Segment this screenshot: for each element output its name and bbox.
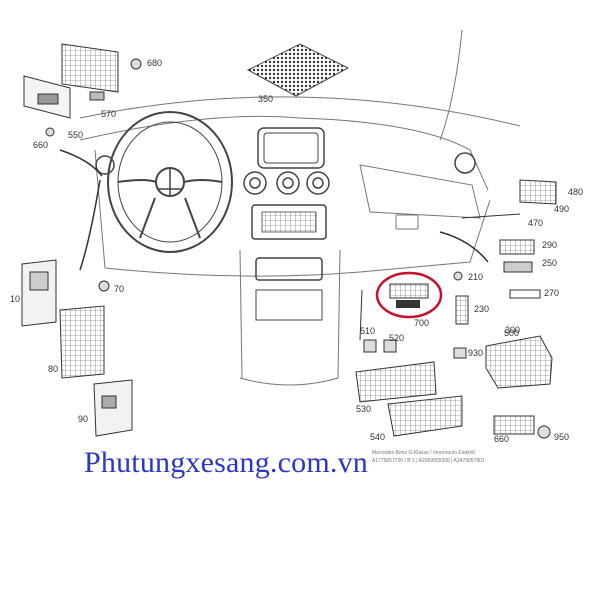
callout-labels: 680 570 550 660 350 480 490 470 290 250 … (10, 58, 583, 444)
callout-700: 700 (414, 318, 429, 328)
callout-290: 290 (542, 240, 557, 250)
footer-note: Mercedes-Benz G-Klasse / Innenraum Elekt… (372, 450, 485, 464)
callout-230: 230 (474, 304, 489, 314)
footer-line-2: A1779057700 / B 2 | A2059055306 | A24790… (372, 458, 485, 464)
callout-10: 10 (10, 294, 20, 304)
callout-520: 520 (389, 333, 404, 343)
footer-line-1: Mercedes-Benz G-Klasse / Innenraum Elekt… (372, 450, 475, 456)
steering-wheel (107, 111, 233, 253)
callout-510: 510 (360, 326, 375, 336)
callout-350: 350 (258, 94, 273, 104)
top-left-parts (23, 43, 142, 177)
left-parts (21, 179, 133, 437)
callout-480: 480 (568, 187, 583, 197)
center-console (95, 127, 476, 321)
callout-470: 470 (528, 218, 543, 228)
right-parts (355, 179, 557, 439)
callout-270: 270 (544, 288, 559, 298)
callout-930: 930 (468, 348, 483, 358)
callout-500: 500 (504, 328, 519, 338)
callout-950: 950 (554, 432, 569, 442)
callout-250: 250 (542, 258, 557, 268)
highlighted-part-700[interactable] (375, 271, 443, 319)
callout-300: 300 (505, 325, 520, 335)
callout-680: 680 (147, 58, 162, 68)
callout-540: 540 (370, 432, 385, 442)
callout-490: 490 (554, 204, 569, 214)
part-350-mat (246, 43, 350, 97)
callout-80: 80 (48, 364, 58, 374)
callout-90: 90 (78, 414, 88, 424)
callout-210: 210 (468, 272, 483, 282)
callout-530: 530 (356, 404, 371, 414)
callout-660b: 660 (494, 434, 509, 444)
dashboard-outline (79, 29, 521, 386)
callout-550: 550 (68, 130, 83, 140)
callout-70: 70 (114, 284, 124, 294)
watermark-text: Phutungxesang.com.vn (84, 446, 368, 479)
callout-660: 660 (33, 140, 48, 150)
callout-570: 570 (101, 109, 116, 119)
